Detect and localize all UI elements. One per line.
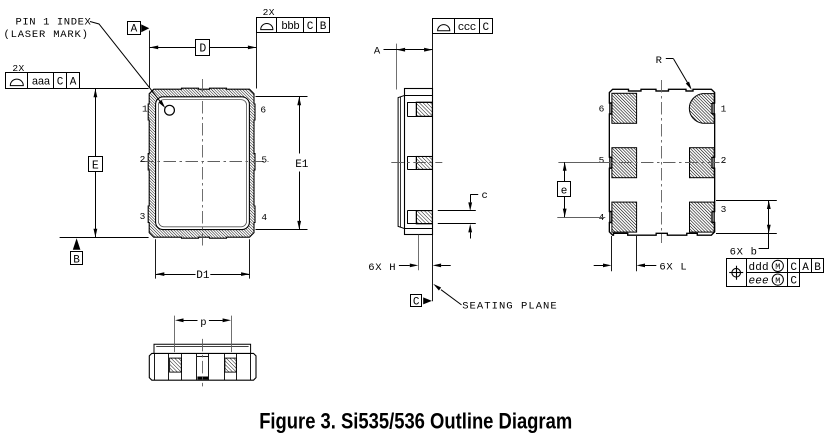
svg-text:B: B	[814, 262, 821, 274]
svg-text:A: A	[70, 77, 77, 89]
svg-text:D: D	[199, 43, 206, 56]
svg-text:C: C	[790, 262, 797, 274]
svg-text:4: 4	[261, 212, 267, 223]
svg-text:eee: eee	[749, 276, 769, 288]
svg-text:M: M	[775, 276, 780, 286]
svg-text:(LASER MARK): (LASER MARK)	[4, 29, 89, 41]
svg-text:5: 5	[261, 155, 267, 166]
svg-text:2: 2	[140, 154, 146, 165]
svg-text:E1: E1	[295, 159, 309, 171]
svg-text:Figure 3. Si535/536 Outline Di: Figure 3. Si535/536 Outline Diagram	[259, 408, 572, 433]
svg-text:C: C	[482, 22, 489, 34]
svg-text:1: 1	[721, 104, 727, 115]
svg-text:ccc: ccc	[458, 22, 476, 34]
svg-text:2: 2	[721, 155, 727, 166]
svg-text:R: R	[656, 55, 663, 67]
svg-text:A: A	[802, 262, 809, 274]
svg-text:3: 3	[721, 204, 727, 215]
svg-text:2X: 2X	[12, 63, 24, 74]
svg-text:SEATING PLANE: SEATING PLANE	[462, 301, 558, 313]
svg-text:6X H: 6X H	[368, 262, 396, 274]
svg-text:6: 6	[260, 104, 266, 115]
svg-text:M: M	[775, 262, 780, 272]
svg-text:C: C	[307, 21, 314, 33]
svg-text:C: C	[57, 77, 64, 89]
svg-text:PIN 1 INDEX: PIN 1 INDEX	[16, 17, 92, 29]
svg-text:bbb: bbb	[281, 21, 299, 33]
svg-text:6: 6	[599, 104, 605, 115]
svg-text:C: C	[413, 297, 420, 309]
svg-text:5: 5	[599, 155, 605, 166]
svg-text:2X: 2X	[263, 7, 275, 18]
svg-text:e: e	[561, 185, 568, 197]
svg-text:B: B	[73, 254, 80, 266]
svg-text:C: C	[790, 276, 797, 288]
svg-text:p: p	[200, 317, 206, 329]
svg-text:E: E	[92, 159, 99, 172]
svg-text:aaa: aaa	[32, 77, 51, 89]
svg-text:6X L: 6X L	[659, 262, 687, 274]
svg-text:ddd: ddd	[749, 262, 769, 274]
svg-text:c: c	[482, 190, 488, 202]
svg-text:D1: D1	[196, 270, 210, 282]
svg-text:A: A	[131, 24, 138, 36]
svg-text:1: 1	[142, 103, 148, 114]
svg-text:B: B	[320, 21, 327, 33]
svg-text:6X b: 6X b	[730, 246, 758, 258]
svg-text:A: A	[374, 45, 381, 57]
svg-text:3: 3	[140, 211, 146, 222]
